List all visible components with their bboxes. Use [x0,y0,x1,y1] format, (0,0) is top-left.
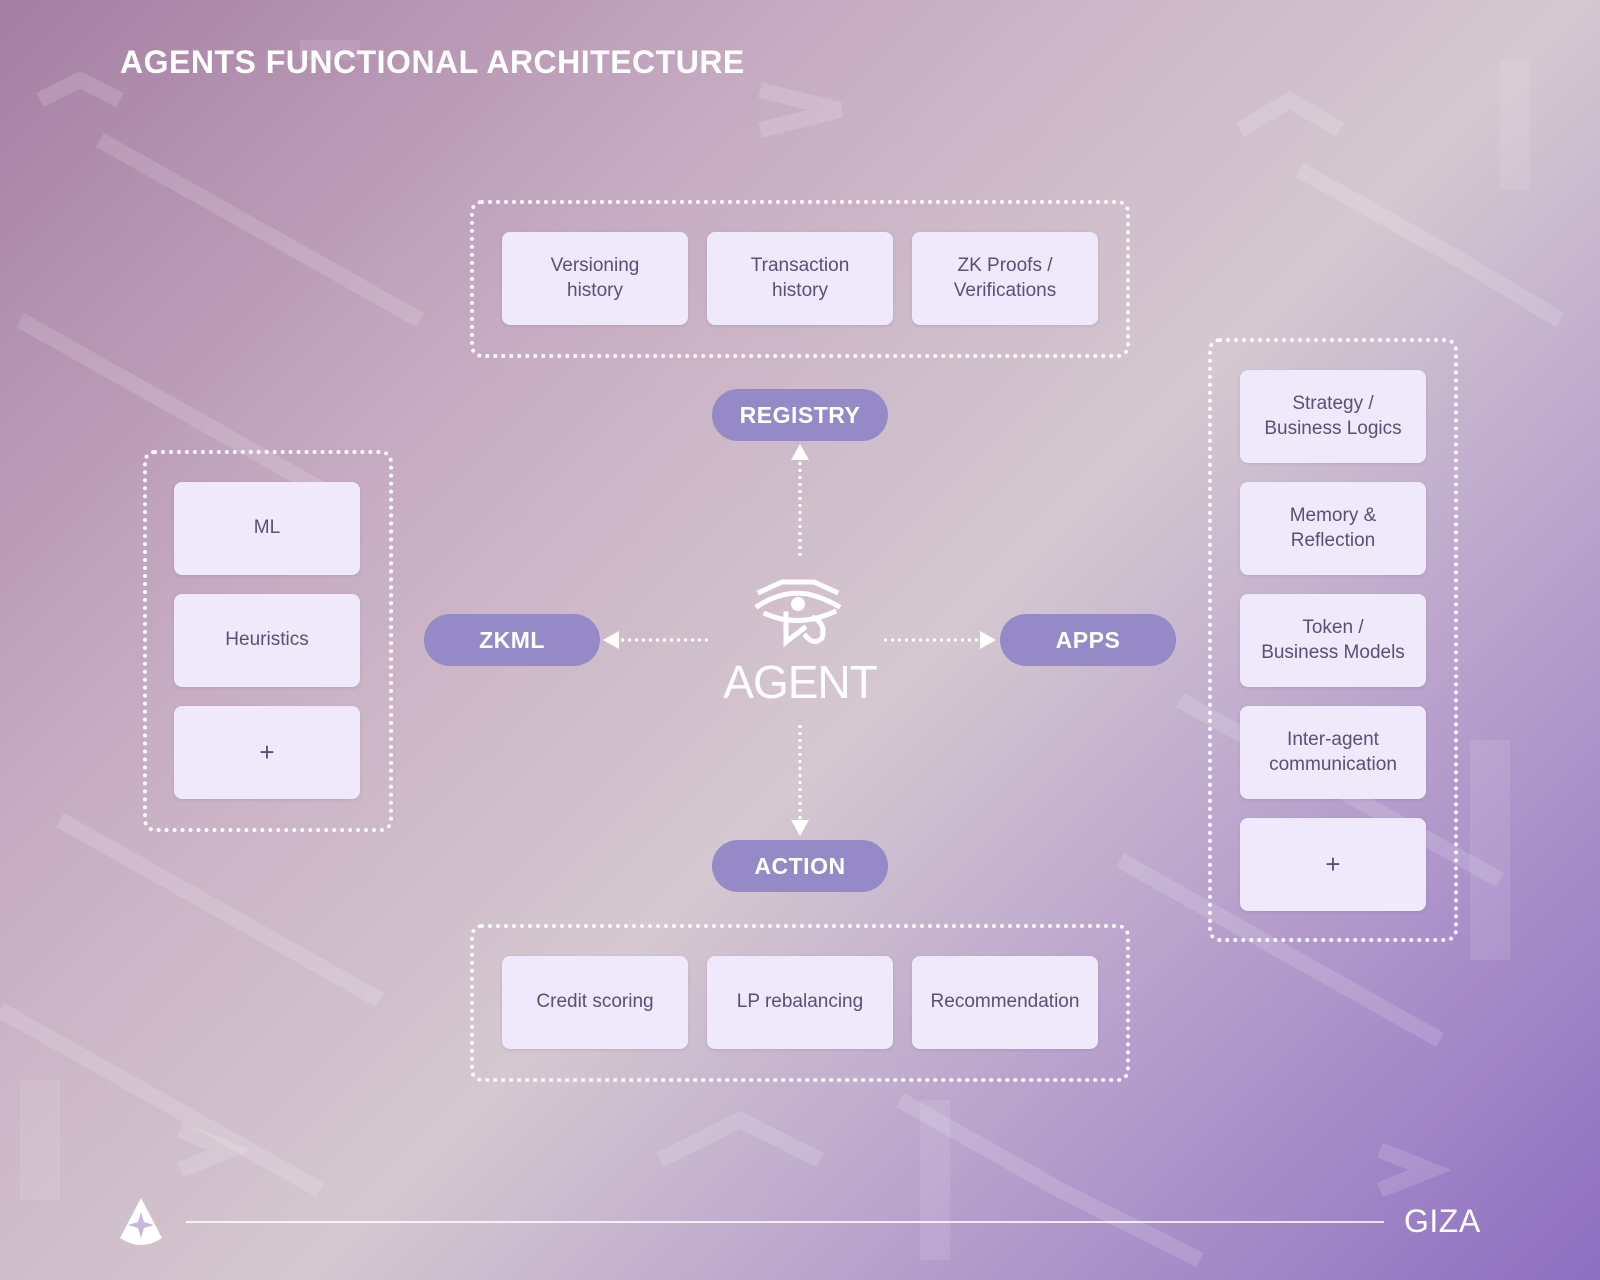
registry-item-label: Transaction history [750,254,850,301]
zkml-node: ZKML [424,614,600,666]
apps-item-add: + [1240,818,1426,911]
registry-item-zk-proofs: ZK Proofs / Verifications [912,232,1098,325]
apps-item-label: Token / Business Models [1261,616,1405,663]
apps-node: APPS [1000,614,1176,666]
plus-icon: + [259,736,275,767]
action-item-lp-rebalancing: LP rebalancing [707,956,893,1049]
apps-item-label: Strategy / Business Logics [1264,392,1402,439]
registry-item-versioning: Versioning history [502,232,688,325]
registry-item-label: Versioning history [550,254,640,301]
eye-of-horus-icon [754,579,842,648]
apps-item-inter-agent: Inter-agent communication [1240,706,1426,799]
zkml-item-add: + [174,706,360,799]
action-group [470,924,1130,1082]
page-title: AGENTS FUNCTIONAL ARCHITECTURE [120,44,745,80]
registry-node: REGISTRY [712,389,888,441]
action-item-label: Recommendation [930,991,1080,1013]
action-item-label: LP rebalancing [736,991,864,1013]
action-item-label: Credit scoring [536,991,654,1013]
apps-item-label: Inter-agent communication [1269,728,1397,775]
zkml-item-heuristics: Heuristics [174,594,360,687]
agent-label: AGENT [723,656,877,708]
apps-item-token: Token / Business Models [1240,594,1426,687]
apps-item-strategy: Strategy / Business Logics [1240,370,1426,463]
zkml-group [143,450,393,832]
action-item-credit-scoring: Credit scoring [502,956,688,1049]
plus-icon: + [1325,848,1341,879]
zkml-item-label: Heuristics [225,629,309,651]
brand-name: GIZA [1404,1203,1481,1239]
zkml-item-label: ML [253,517,281,539]
action-node: ACTION [712,840,888,892]
footer-divider [186,1221,1384,1223]
apps-item-memory: Memory & Reflection [1240,482,1426,575]
registry-group [470,200,1130,358]
registry-item-label: ZK Proofs / Verifications [953,254,1057,301]
zkml-item-ml: ML [174,482,360,575]
registry-item-transaction: Transaction history [707,232,893,325]
apps-group [1208,338,1458,942]
apps-item-label: Memory & Reflection [1289,504,1377,551]
giza-logo-icon [120,1198,162,1245]
action-item-recommendation: Recommendation [912,956,1098,1049]
